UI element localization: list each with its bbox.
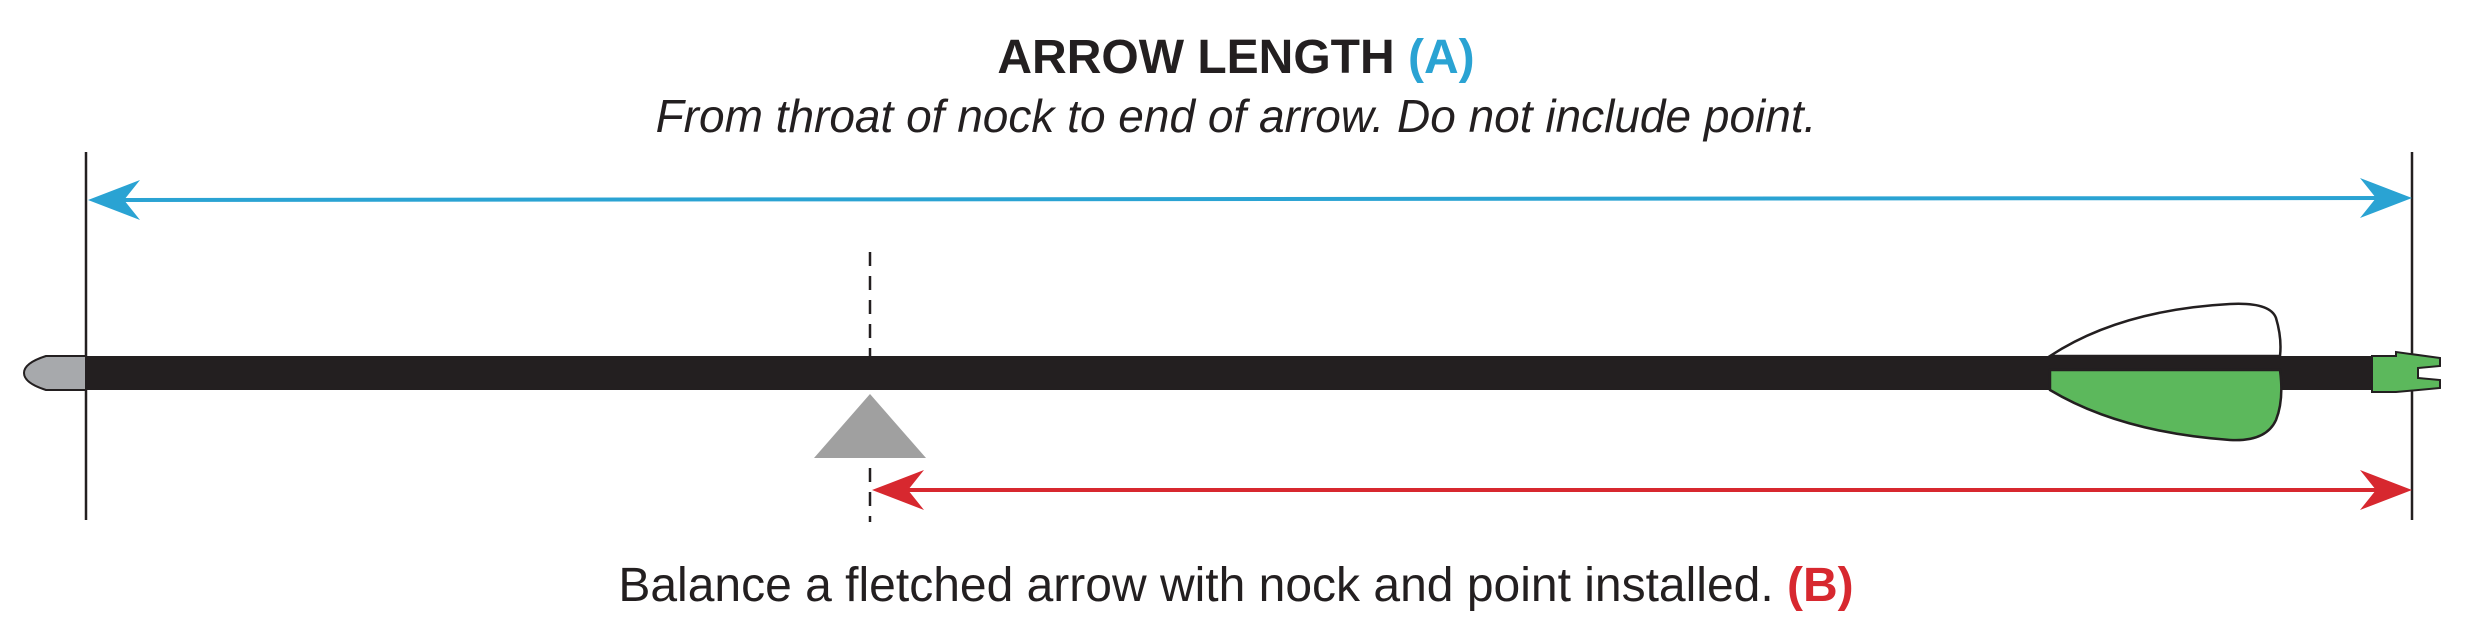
footer-caption: Balance a fletched arrow with nock and p… [0, 556, 2472, 616]
header: ARROW LENGTH (A) From throat of nock to … [0, 28, 2472, 144]
balance-left-head [872, 470, 924, 510]
label-a: (A) [1408, 31, 1475, 84]
fletching-top-vane [2045, 302, 2282, 358]
arrow-nock [2371, 350, 2441, 393]
diagram-subtitle: From throat of nock to end of arrow. Do … [655, 90, 1817, 142]
arrow-length-left-head [88, 180, 140, 220]
fletching-bottom-vane [2048, 368, 2283, 442]
label-b: (B) [1787, 559, 1854, 612]
balance-fulcrum [814, 394, 926, 458]
arrow-point [22, 355, 87, 391]
arrow-shaft [86, 356, 2372, 390]
arrow-length-dimension [88, 178, 2412, 220]
title-text: ARROW LENGTH [997, 31, 1395, 84]
diagram-title: ARROW LENGTH (A) [0, 28, 2472, 88]
footer-text: Balance a fletched arrow with nock and p… [618, 559, 1774, 612]
arrow-length-right-head [2360, 178, 2412, 218]
balance-right-head [2360, 470, 2412, 510]
balance-dimension [872, 470, 2412, 510]
